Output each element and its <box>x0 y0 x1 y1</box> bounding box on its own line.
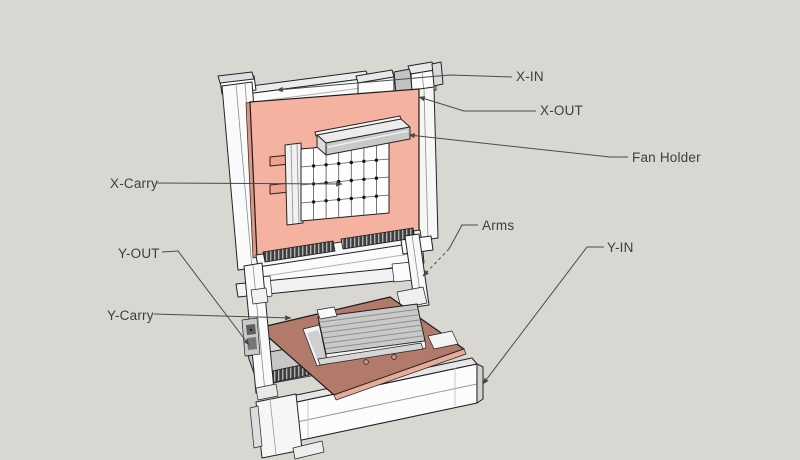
leader-x-carry <box>156 181 343 187</box>
label-y-in: Y-IN <box>607 240 634 255</box>
fan-holder <box>314 115 411 156</box>
leader-arms-dashed <box>422 248 450 277</box>
leader-x-in <box>276 74 513 93</box>
bed-ribs <box>319 308 424 350</box>
label-x-in: X-IN <box>516 69 544 84</box>
label-x-out: X-OUT <box>540 103 583 118</box>
label-arms: Arms <box>482 218 514 233</box>
leader-lines <box>153 74 628 385</box>
y-bed <box>316 303 427 366</box>
right-arm <box>396 233 434 309</box>
gantry-bottom-racks <box>255 227 425 289</box>
plate-cutout <box>427 330 459 350</box>
label-y-out: Y-OUT <box>118 246 160 261</box>
leader-y-in <box>482 246 604 385</box>
leader-fan-holder <box>408 133 628 158</box>
rack-strip <box>262 240 336 263</box>
label-fan-holder: Fan Holder <box>632 150 701 165</box>
label-y-carry: Y-Carry <box>107 308 154 323</box>
base-box <box>249 357 484 460</box>
bed-front-rail <box>317 342 424 366</box>
x-carriage <box>284 140 390 226</box>
leader-y-carry <box>153 313 292 321</box>
leader-arms-solid <box>448 224 478 250</box>
left-arm <box>243 262 279 401</box>
leader-x-out <box>418 96 536 112</box>
y-out-latch <box>241 317 261 357</box>
callout-labels: X-IN X-OUT Fan Holder X-Carry Arms Y-IN … <box>107 69 701 323</box>
leader-y-out <box>161 250 250 346</box>
label-x-carry: X-Carry <box>110 176 158 191</box>
